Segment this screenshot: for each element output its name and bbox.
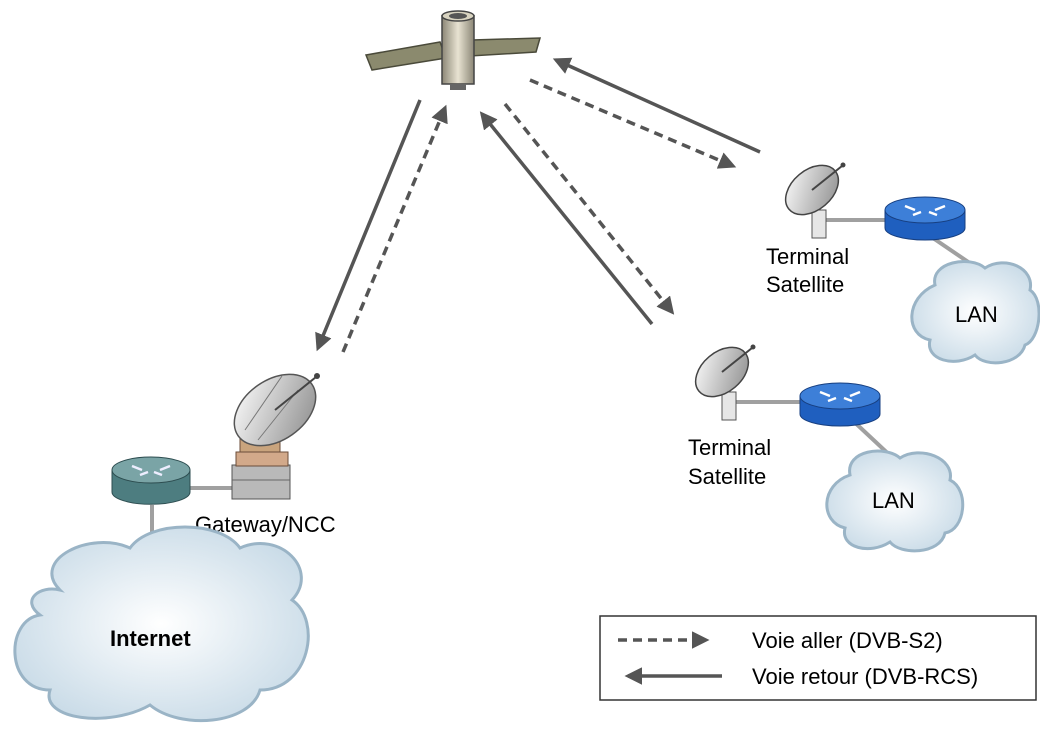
lan1-label: LAN <box>955 302 998 327</box>
gateway-router-icon <box>111 456 191 505</box>
link-gateway-satellite <box>315 99 448 353</box>
legend-box <box>599 615 1037 701</box>
return-arrow-terminal1 <box>552 57 761 154</box>
return-arrow-terminal2 <box>479 111 654 326</box>
legend-forward-label: Voie aller (DVB-S2) <box>752 628 943 653</box>
terminal2-dish-icon <box>694 344 756 421</box>
internet-label: Internet <box>110 626 191 651</box>
lan2-cloud-icon <box>825 449 965 553</box>
terminal2-router-icon <box>799 382 881 427</box>
terminal1-label-line1: Terminal <box>766 244 849 269</box>
lan2-label: LAN <box>872 488 915 513</box>
satellite-icon <box>364 10 542 90</box>
legend-return-label: Voie retour (DVB-RCS) <box>752 664 978 689</box>
link-terminal1-satellite <box>529 57 761 169</box>
lan1-cloud-icon <box>910 260 1040 365</box>
terminal2-label-line1: Terminal <box>688 435 771 460</box>
terminal1-router-icon <box>884 196 966 241</box>
legend: Voie aller (DVB-S2) Voie retour (DVB-RCS… <box>599 615 1037 701</box>
forward-arrow-terminal1 <box>529 78 737 169</box>
forward-arrow-terminal2 <box>503 102 675 315</box>
return-arrow-gateway <box>315 99 422 352</box>
link-terminal2-satellite <box>479 102 675 326</box>
internet-cloud-icon <box>13 525 310 723</box>
terminal1-label-line2: Satellite <box>766 272 844 297</box>
gateway-dish-icon <box>231 373 320 500</box>
terminal2-label-line2: Satellite <box>688 464 766 489</box>
terminal1-dish-icon <box>784 162 846 239</box>
forward-arrow-gateway <box>341 104 448 353</box>
